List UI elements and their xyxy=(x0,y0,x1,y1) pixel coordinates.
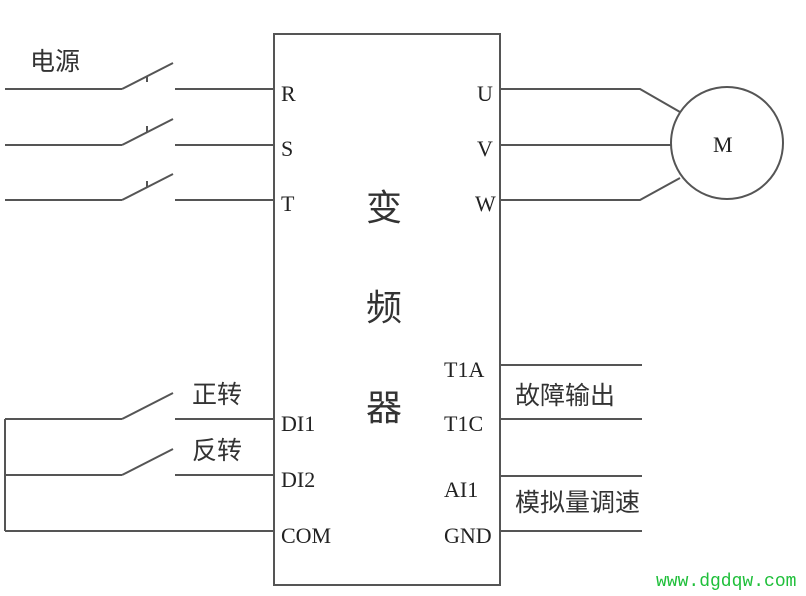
switch-r xyxy=(5,62,274,90)
inverter-box xyxy=(273,33,501,586)
switch-s xyxy=(5,118,274,146)
motor-circle xyxy=(670,86,784,200)
watermark: www.dgdqw.com xyxy=(656,572,796,592)
analog-speed-label: 模拟量调速 xyxy=(515,488,640,517)
terminal-t1c: T1C xyxy=(444,411,483,436)
fault-output-label: 故障输出 xyxy=(515,381,615,410)
motor-wires xyxy=(500,88,681,201)
inverter-label-3: 器 xyxy=(366,388,402,429)
inverter-label-1: 变 xyxy=(366,188,402,229)
power-label: 电源 xyxy=(30,47,80,76)
terminal-gnd: GND xyxy=(444,523,492,548)
output-wiring xyxy=(500,364,642,532)
terminal-ai1: AI1 xyxy=(444,477,478,502)
terminal-s: S xyxy=(281,136,293,161)
control-wiring xyxy=(4,392,274,532)
reverse-label: 反转 xyxy=(192,436,242,465)
terminal-com: COM xyxy=(281,523,331,548)
terminal-t: T xyxy=(281,191,295,216)
terminal-v: V xyxy=(477,136,493,161)
terminal-r: R xyxy=(281,81,296,106)
power-switches xyxy=(5,62,274,201)
terminal-di1: DI1 xyxy=(281,411,315,436)
terminal-w: W xyxy=(475,191,496,216)
terminal-u: U xyxy=(477,81,493,106)
terminal-t1a: T1A xyxy=(444,357,484,382)
forward-label: 正转 xyxy=(192,380,242,409)
terminal-di2: DI2 xyxy=(281,467,315,492)
inverter-label-2: 频 xyxy=(366,288,402,329)
switch-t xyxy=(5,173,274,201)
motor-label: M xyxy=(713,132,733,157)
